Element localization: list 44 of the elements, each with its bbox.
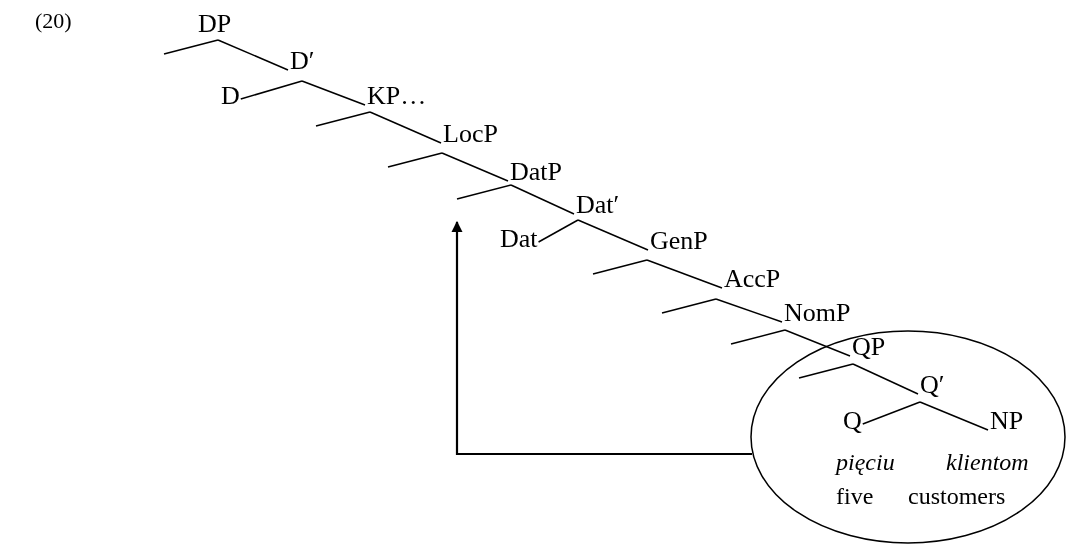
tree-node-label: Dat	[500, 224, 538, 254]
tree-branch	[387, 152, 443, 168]
tree-branch	[456, 184, 512, 200]
movement-arrow	[451, 220, 752, 456]
tree-branch	[646, 259, 723, 289]
example-number: (20)	[35, 8, 72, 34]
tree-branch	[715, 298, 783, 323]
tree-branch	[730, 329, 786, 345]
tree-branch	[852, 363, 919, 395]
tree-branch	[369, 111, 442, 144]
tree-branch	[315, 111, 371, 127]
tree-branch	[784, 329, 851, 357]
tree-branch	[240, 80, 303, 100]
word-gloss: customers	[908, 482, 1006, 510]
tree-node-label: DP	[198, 9, 232, 39]
word-form: klientom	[946, 448, 1029, 476]
tree-node-label: NomP	[784, 298, 851, 328]
word-form: pięciu	[836, 448, 895, 476]
tree-branch	[163, 39, 219, 55]
word-gloss: five	[836, 482, 874, 510]
tree-branch	[510, 184, 575, 215]
tree-node-label: QP	[852, 332, 886, 362]
tree-branch	[577, 219, 649, 251]
tree-branch	[919, 401, 989, 431]
tree-node-label: LocP	[443, 119, 498, 149]
tree-branch	[661, 298, 717, 314]
tree-node-label: KP…	[367, 81, 427, 111]
tree-node-label: Q	[843, 406, 862, 436]
tree-branch	[537, 219, 579, 243]
tree-branch	[862, 401, 921, 425]
tree-branch	[217, 39, 289, 71]
tree-node-label: Dat′	[576, 190, 620, 220]
tree-node-label: D	[221, 81, 240, 111]
tree-node-label: GenP	[650, 226, 708, 256]
tree-node-label: Q′	[920, 370, 945, 400]
tree-node-label: D′	[290, 46, 315, 76]
tree-node-label: NP	[990, 406, 1024, 436]
tree-branch	[592, 259, 648, 275]
tree-branch	[441, 152, 509, 182]
tree-branch	[798, 363, 854, 379]
tree-node-label: DatP	[510, 157, 562, 187]
enclosing-ellipse	[750, 330, 1066, 544]
tree-branch	[301, 80, 366, 106]
tree-node-label: AccP	[724, 264, 781, 294]
